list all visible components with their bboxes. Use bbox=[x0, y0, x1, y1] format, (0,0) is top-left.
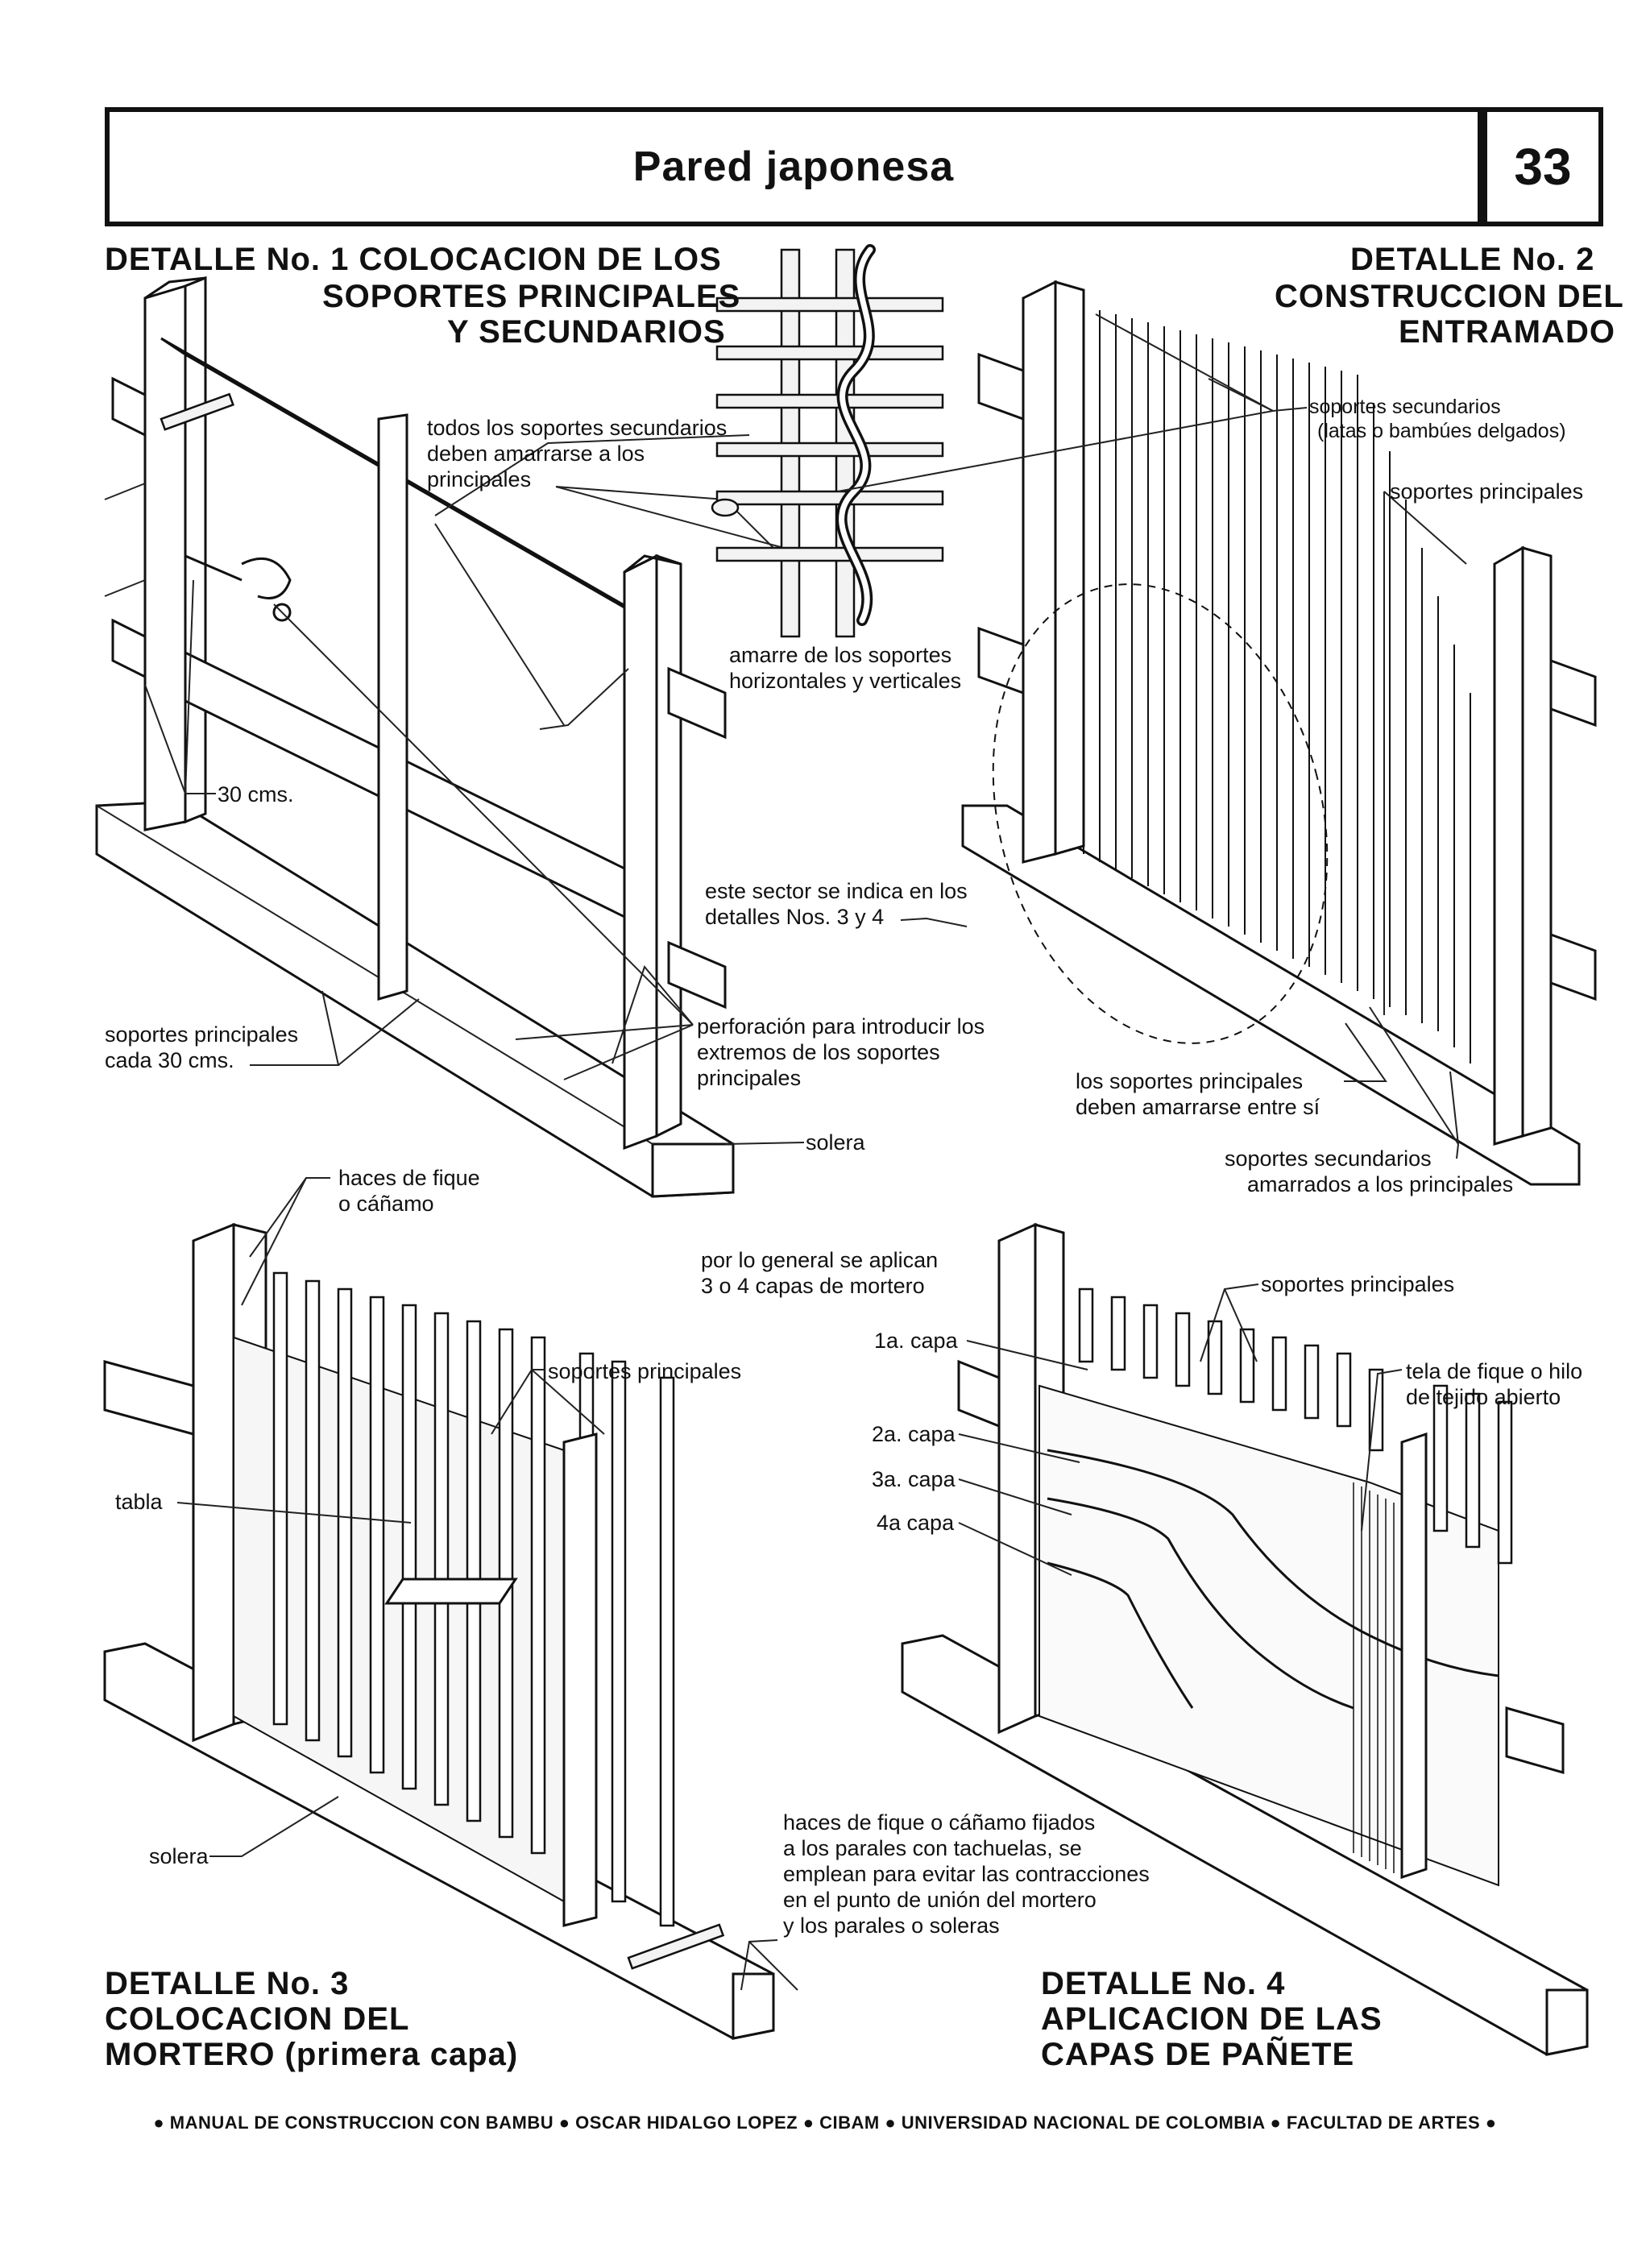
detail1-title-line1: DETALLE No. 1 COLOCACION DE LOS bbox=[105, 242, 722, 277]
label-capa2: 2a. capa bbox=[872, 1422, 956, 1446]
label-capa4: 4a capa bbox=[877, 1511, 955, 1535]
detail4-title-line1: DETALLE No. 4 bbox=[1041, 1966, 1286, 2001]
label-fijados-line2: a los parales con tachuelas, se bbox=[783, 1836, 1082, 1860]
detail2-title-line1: DETALLE No. 2 bbox=[1350, 242, 1595, 277]
detail3-drawing bbox=[103, 1222, 775, 2040]
detail3-title-line2: COLOCACION DEL bbox=[105, 2001, 410, 2037]
detail3-leaders bbox=[176, 1177, 798, 1991]
label-fijados-line4: en el punto de unión del mortero bbox=[783, 1888, 1097, 1912]
footer-credits: ● MANUAL DE CONSTRUCCION CON BAMBU ● OSC… bbox=[153, 2113, 1497, 2133]
label-capa1: 1a. capa bbox=[874, 1329, 958, 1353]
label-amarre-line1: amarre de los soportes bbox=[729, 643, 952, 667]
label-fijados-line5: y los parales o soleras bbox=[783, 1913, 1000, 1938]
label-principales-line2: cada 30 cms. bbox=[105, 1048, 234, 1072]
label-amarrados-line1: soportes secundarios bbox=[1225, 1146, 1432, 1171]
header-frame bbox=[105, 107, 1482, 226]
detail4-leaders bbox=[958, 1283, 1403, 1576]
label-todos-line3: principales bbox=[427, 467, 532, 491]
page-number: 33 bbox=[1482, 107, 1603, 226]
label-general-line1: por lo general se aplican bbox=[701, 1248, 939, 1272]
label-principales-d2: soportes principales bbox=[1390, 479, 1584, 504]
detail2-title-line3: ENTRAMADO bbox=[1399, 314, 1615, 350]
detail4-drawing bbox=[901, 1222, 1589, 2056]
label-principales-d4: soportes principales bbox=[1261, 1272, 1455, 1296]
label-principales-d3: soportes principales bbox=[548, 1359, 742, 1383]
label-tabla: tabla bbox=[115, 1490, 163, 1514]
label-sector-line2: detalles Nos. 3 y 4 bbox=[705, 905, 885, 929]
page-title: Pared japonesa bbox=[632, 143, 955, 190]
detail1-leaders bbox=[104, 434, 815, 1145]
detail1-title-line3: Y SECUNDARIOS bbox=[447, 314, 726, 350]
label-todos-line2: deben amarrarse a los bbox=[427, 442, 645, 466]
label-fijados-line3: emplean para evitar las contracciones bbox=[783, 1862, 1150, 1886]
label-general-line2: 3 o 4 capas de mortero bbox=[701, 1274, 925, 1298]
label-haces-line1: haces de fique bbox=[338, 1166, 480, 1190]
label-secundarios-line1: soportes secundarios bbox=[1309, 396, 1501, 418]
label-perforacion-line3: principales bbox=[697, 1066, 802, 1090]
label-fijados-line1: haces de fique o cáñamo fijados bbox=[783, 1810, 1096, 1835]
label-perforacion-line2: extremos de los soportes bbox=[697, 1040, 940, 1064]
label-tela-line1: tela de fique o hilo bbox=[1406, 1359, 1583, 1383]
detail4-title-line3: CAPAS DE PAÑETE bbox=[1041, 2037, 1355, 2072]
label-perforacion-line1: perforación para introducir los bbox=[697, 1014, 985, 1039]
label-principales-line1: soportes principales bbox=[105, 1022, 299, 1047]
label-tela-line2: de tejido abierto bbox=[1406, 1385, 1561, 1409]
label-amarrarse-line2: deben amarrarse entre sí bbox=[1076, 1095, 1320, 1119]
label-amarre-line2: horizontales y verticales bbox=[729, 669, 962, 693]
label-secundarios-line2: (latas o bambúes delgados) bbox=[1317, 420, 1566, 442]
detail2-leaders bbox=[837, 313, 1467, 1159]
detail4-title-line2: APLICACION DE LAS bbox=[1041, 2001, 1383, 2037]
detail2-drawing bbox=[961, 280, 1597, 1186]
label-capa3: 3a. capa bbox=[872, 1467, 956, 1491]
label-haces-line2: o cáñamo bbox=[338, 1192, 434, 1216]
label-sector-line1: este sector se indica en los bbox=[705, 879, 968, 903]
label-30-cms: 30 cms. bbox=[218, 782, 294, 806]
label-todos-line1: todos los soportes secundarios bbox=[427, 416, 728, 440]
binding-drawing bbox=[711, 244, 944, 638]
label-solera-d3: solera bbox=[149, 1844, 209, 1868]
label-solera-d1: solera bbox=[806, 1130, 865, 1155]
detail1-drawing bbox=[95, 276, 735, 1198]
detail3-title-line3: MORTERO (primera capa) bbox=[105, 2037, 519, 2072]
detail1-title-line2: SOPORTES PRINCIPALES bbox=[322, 279, 741, 314]
label-amarrarse-line1: los soportes principales bbox=[1076, 1069, 1304, 1093]
label-amarrados-line2: amarrados a los principales bbox=[1247, 1172, 1514, 1196]
detail2-title-line2: CONSTRUCCION DEL bbox=[1275, 279, 1624, 314]
detail3-title-line1: DETALLE No. 3 bbox=[105, 1966, 350, 2001]
